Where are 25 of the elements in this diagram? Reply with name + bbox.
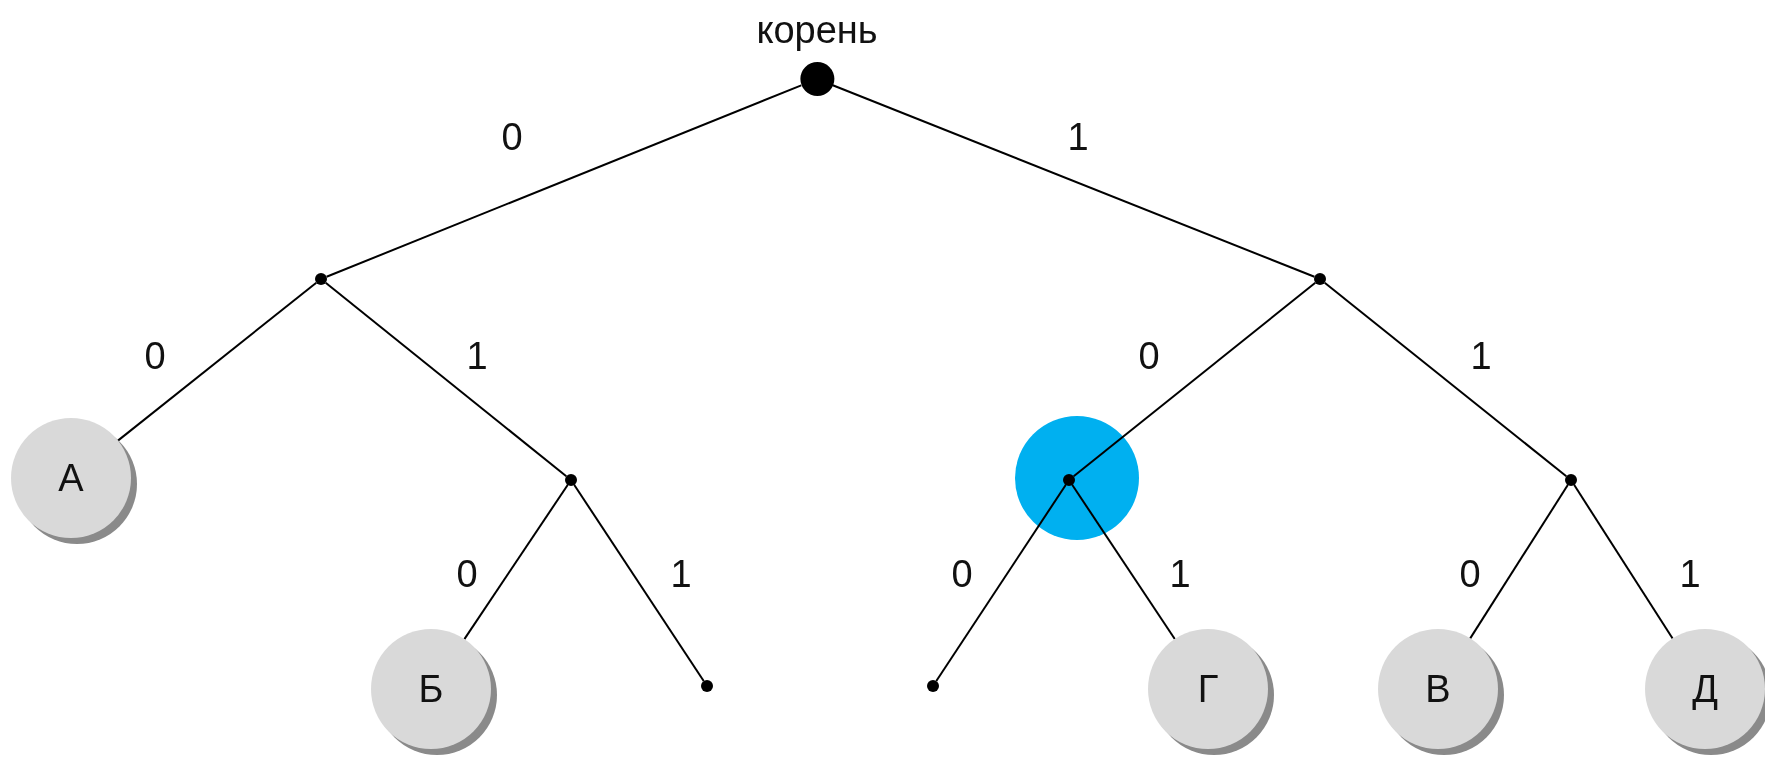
tree-branch [1071,484,1176,641]
tree-branch [1469,484,1569,640]
branch-dot [927,680,939,692]
leaf-letter: Д [1692,667,1718,711]
leaf-letter: Г [1197,667,1219,711]
branch-dot [701,680,713,692]
leaf-letter: А [58,456,84,500]
tree-branch [1323,281,1568,478]
tree-branch [324,281,568,478]
branch-dot [1063,474,1075,486]
tree-branch [1573,484,1674,640]
tree-branch [1072,281,1317,478]
branch-dot [315,273,327,285]
tree-branch [463,484,569,641]
tree-branch [935,484,1067,682]
branch-dot [565,474,577,486]
tree-branch [831,84,1316,278]
leaf-letter: Б [418,667,444,711]
branch-dot [1565,474,1577,486]
branch-dot [1314,273,1326,285]
root-label: корень [756,9,878,52]
tree-branch [116,281,318,442]
tree-branch [325,84,803,278]
leaf-letter: В [1425,667,1451,711]
tree-branch [573,484,705,682]
